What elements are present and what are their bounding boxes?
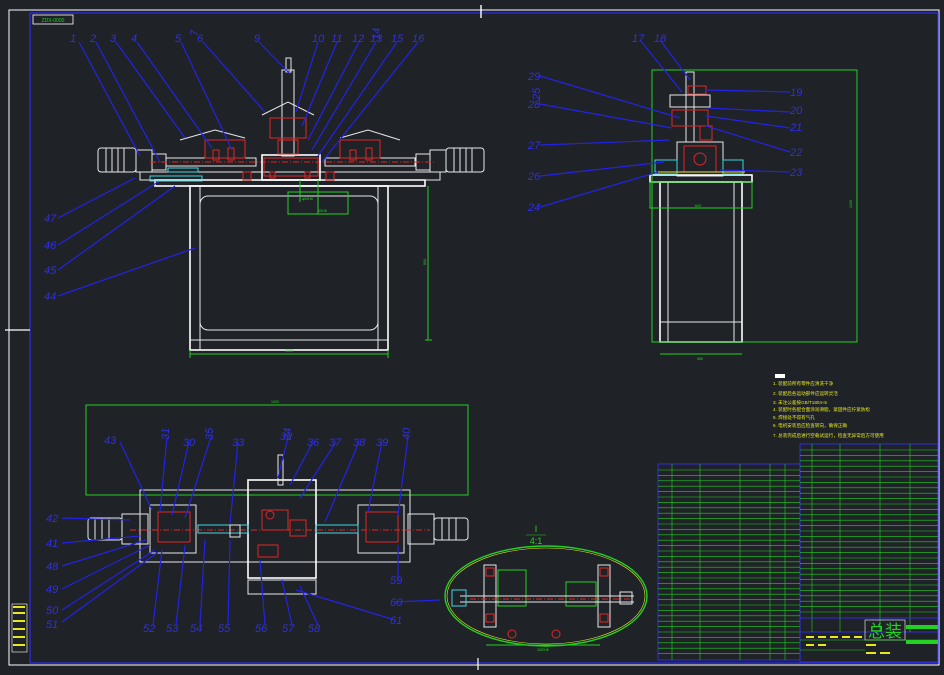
front-view-balloons: 1 2 3 4 5 6 9 10 11 12 13 15 16 7 14 47 … (44, 28, 425, 303)
balloon: 59 (390, 575, 402, 587)
balloon: 37 (329, 437, 342, 449)
section-detail: I 4:1 2Ø2H8 (444, 524, 648, 652)
balloon: 12 (352, 33, 364, 45)
svg-text:φ60H8: φ60H8 (302, 197, 313, 201)
outer-frame (8, 9, 940, 666)
balloon: 21 (789, 122, 802, 134)
note: 4. 装配时各配合面涂润滑脂，紧固件应拧紧防松 (773, 406, 870, 413)
balloon: 50 (46, 605, 59, 617)
balloon: 42 (46, 513, 58, 525)
balloon: 40 (401, 427, 413, 440)
section-scale: 4:1 (530, 536, 543, 546)
balloon: 23 (789, 167, 803, 179)
balloon: 36 (307, 437, 320, 449)
parts-list (657, 443, 939, 661)
svg-text:1920: 1920 (271, 400, 279, 404)
balloon: 32 (280, 431, 292, 443)
balloon: 47 (44, 213, 57, 225)
balloon: 27 (527, 140, 541, 152)
note: 1. 装配前所有零件应清洗干净 (773, 380, 834, 387)
side-view: 600 580 1300 (649, 69, 858, 361)
note: 2. 装配后各运动部件应运转灵活 (773, 390, 838, 397)
balloon: 33 (232, 437, 245, 449)
balloon: 39 (376, 437, 388, 449)
plan-view-leaders (61, 436, 441, 626)
balloon: 49 (46, 584, 58, 596)
svg-text:1040: 1040 (285, 349, 293, 353)
balloon: 28 (527, 99, 541, 111)
balloon: 5 (175, 33, 182, 45)
balloon: 45 (44, 265, 57, 277)
balloon: 14 (371, 28, 383, 40)
balloon: 35 (204, 427, 216, 440)
balloon: 34 (282, 428, 294, 440)
plan-view-balloons: 43 30 33 32 36 37 38 39 31 35 34 40 42 4… (46, 427, 413, 635)
balloon: 38 (353, 437, 366, 449)
balloon: 58 (308, 623, 321, 635)
balloon: 20 (789, 105, 803, 117)
balloon: 60 (390, 597, 403, 609)
balloon: 2 (89, 33, 96, 45)
drawing-title: 总装 (868, 622, 902, 641)
balloon: 29 (527, 71, 540, 83)
left-legend-blocks (11, 603, 28, 653)
balloon: 15 (391, 33, 404, 45)
balloon: 55 (218, 623, 231, 635)
drawing-code: ZDX-0000 (42, 18, 65, 24)
note: 7. 总装完成后进行空载试运行，检查无异常后方可使用 (773, 432, 884, 439)
side-view-leaders (539, 39, 791, 208)
balloon: 19 (790, 87, 802, 99)
side-view-balloons: 17 18 19 20 21 22 23 29 28 27 26 24 25 (527, 33, 803, 214)
balloon: 52 (143, 623, 155, 635)
balloon: 31 (160, 428, 172, 440)
balloon: 1 (70, 33, 76, 45)
balloon: 26 (527, 171, 541, 183)
balloon: 4 (131, 33, 137, 45)
svg-text:600: 600 (695, 204, 701, 208)
balloon: 25 (531, 87, 543, 101)
balloon: 43 (104, 435, 117, 447)
balloon: 48 (46, 561, 59, 573)
balloon: 3 (110, 33, 117, 45)
balloon: 57 (282, 623, 295, 635)
balloon: 13 (370, 33, 383, 45)
balloon: 18 (654, 33, 667, 45)
balloon: 53 (166, 623, 179, 635)
front-view: 1040 800 (97, 57, 485, 358)
svg-text:2Ø2H8: 2Ø2H8 (537, 648, 548, 652)
balloon: 61 (390, 615, 402, 627)
svg-text:50H8: 50H8 (318, 209, 327, 213)
balloon: 22 (789, 147, 802, 159)
balloon: 44 (44, 291, 56, 303)
svg-text:580: 580 (697, 357, 703, 361)
plan-view: 1920 (85, 400, 469, 595)
front-view-leaders (57, 41, 419, 297)
note: 6. 电机安装后应检查转向，确保正确 (773, 422, 847, 429)
balloon: 54 (190, 623, 202, 635)
balloon: 46 (44, 240, 57, 252)
balloon: 9 (254, 33, 260, 45)
svg-text:1300: 1300 (849, 200, 853, 208)
balloon: 17 (632, 33, 645, 45)
balloon: 6 (197, 33, 204, 45)
balloon: 30 (183, 437, 196, 449)
balloon: 7 (189, 29, 201, 36)
note: 3. 未注公差按GB/T1804-m (773, 399, 828, 406)
title-block: 总装 (799, 617, 939, 663)
balloon: 10 (312, 33, 325, 45)
note: 5. 焊接处不得有气孔 (773, 414, 815, 421)
svg-text:800: 800 (423, 259, 427, 265)
inner-border (29, 12, 939, 664)
drawing-tag: ZDX-0000 (32, 14, 74, 25)
balloon: 56 (255, 623, 268, 635)
balloon: 16 (412, 33, 425, 45)
technical-notes: 1. 装配前所有零件应清洗干净 2. 装配后各运动部件应运转灵活 3. 未注公差… (773, 374, 884, 439)
balloon: 41 (46, 538, 58, 550)
section-label: I (535, 524, 538, 534)
balloon: 51 (46, 619, 58, 631)
balloon: 11 (331, 33, 342, 45)
balloon: 24 (527, 202, 540, 214)
